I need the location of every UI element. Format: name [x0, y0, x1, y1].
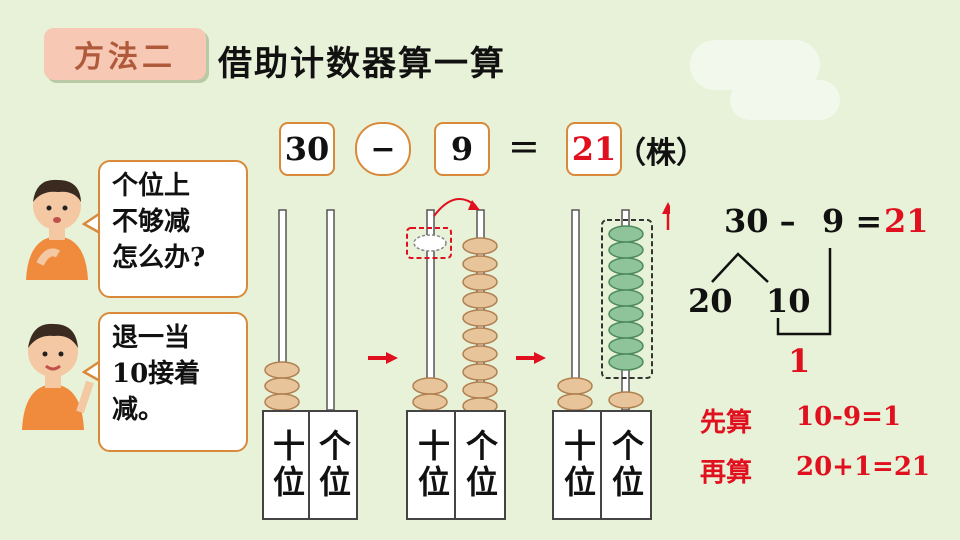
- tens-label: 十位: [552, 410, 604, 520]
- step-2-label: 再算: [700, 458, 753, 488]
- equals-sign: =: [508, 124, 540, 168]
- ones-label: 个位: [308, 410, 358, 520]
- abacus-diagram: [264, 197, 670, 415]
- minuend-box: 30: [279, 122, 335, 176]
- result-box: 21: [566, 122, 622, 176]
- background-cloud: [730, 80, 840, 120]
- boy-thinking-icon: [26, 179, 88, 280]
- split-remainder: 1: [788, 342, 811, 380]
- bubble-tail: [82, 210, 103, 236]
- unit-label: （株）: [616, 136, 706, 171]
- operator-box: −: [355, 122, 411, 176]
- bubble-tail: [82, 358, 103, 384]
- subtrahend-box: 9: [434, 122, 490, 176]
- tens-label: 十位: [406, 410, 458, 520]
- split-lines: [711, 248, 832, 336]
- split-subtrahend: 9 =: [822, 202, 883, 240]
- step-2-expr: 20+1=21: [796, 452, 931, 482]
- split-part-tens: 20: [688, 282, 733, 320]
- tens-label: 十位: [262, 410, 312, 520]
- split-part-ten: 10: [766, 282, 811, 320]
- boy-explaining-icon: [22, 323, 94, 430]
- method-tag: 方法二: [44, 28, 206, 80]
- ones-label: 个位: [600, 410, 652, 520]
- step-1-label: 先算: [700, 408, 753, 438]
- speech-bubble-question: 个位上 不够减 怎么办?: [98, 160, 248, 298]
- speech-bubble-answer: 退一当 10接着 减。: [98, 312, 248, 452]
- ones-label: 个位: [454, 410, 506, 520]
- split-result: 21: [884, 202, 929, 240]
- step-1-expr: 10-9=1: [796, 402, 901, 432]
- split-minuend: 30 –: [724, 202, 796, 240]
- page-title: 借助计数器算一算: [218, 44, 506, 84]
